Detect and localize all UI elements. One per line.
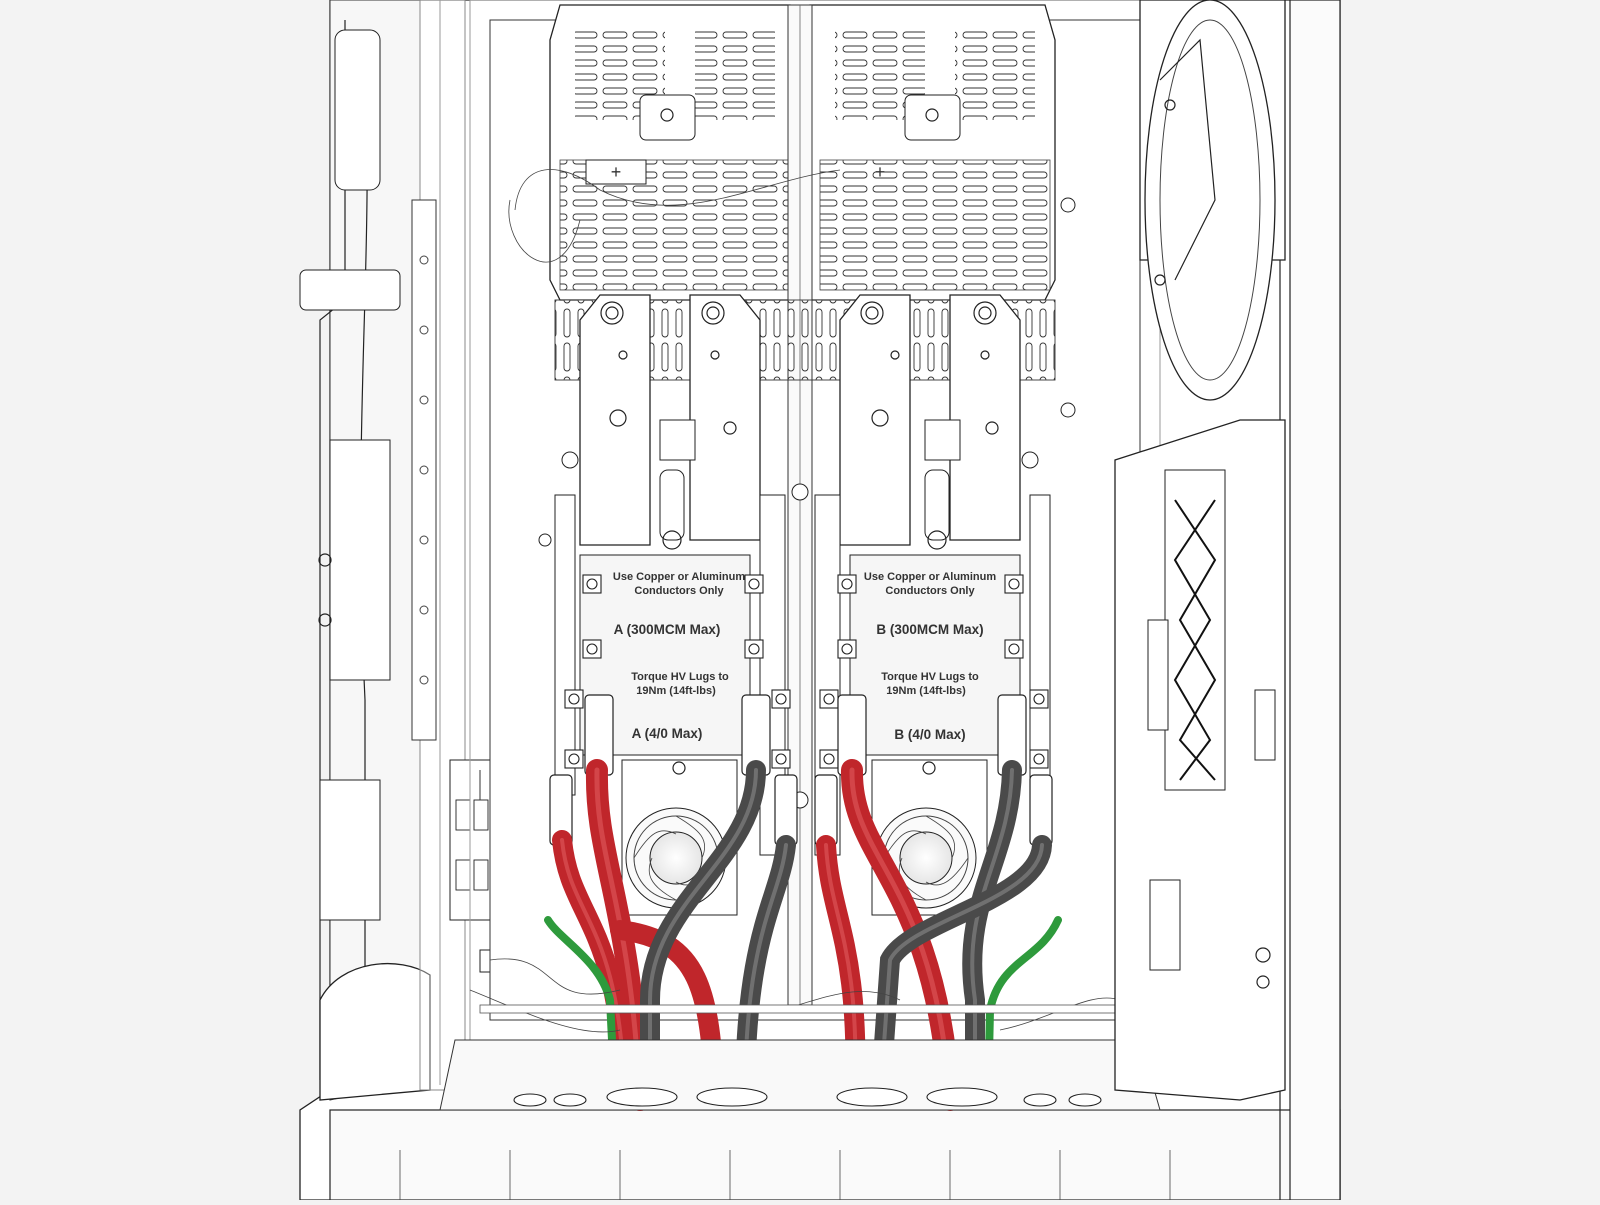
left-side-panel [299,0,466,1101]
svg-text:+: + [875,162,886,182]
power-module-right: + [809,4,1056,301]
conductor-note-left-line2: Conductors Only [634,585,724,597]
phase-b-small-label: B (4/0 Max) [894,727,965,742]
torque-note-left-line1: Torque HV Lugs to [631,671,729,683]
cables-phase-b [816,759,1062,1111]
cooling-fan-icon [621,759,738,916]
busbar-bracket-right [839,294,1021,550]
conductor-note-left-line1: Use Copper or Aluminum [613,571,745,583]
conductor-note-right-line2: Conductors Only [885,585,975,597]
busbar-bracket-left [579,294,761,550]
torque-note-left-line2: 19Nm (14ft-lbs) [636,685,716,697]
torque-note-right-line1: Torque HV Lugs to [881,671,979,683]
phase-b-large-label: B (300MCM Max) [876,622,983,637]
power-module-left: + [549,4,791,301]
conductor-note-right-line1: Use Copper or Aluminum [864,571,996,583]
gland-plate [439,1004,1161,1111]
svg-text:+: + [611,162,622,182]
phase-a-small-label: A (4/0 Max) [632,726,703,741]
right-door-panel [1114,0,1286,1101]
torque-note-right-line2: 19Nm (14ft-lbs) [886,685,966,697]
phase-a-large-label: A (300MCM Max) [614,622,721,637]
label-plate-b [849,554,1021,756]
